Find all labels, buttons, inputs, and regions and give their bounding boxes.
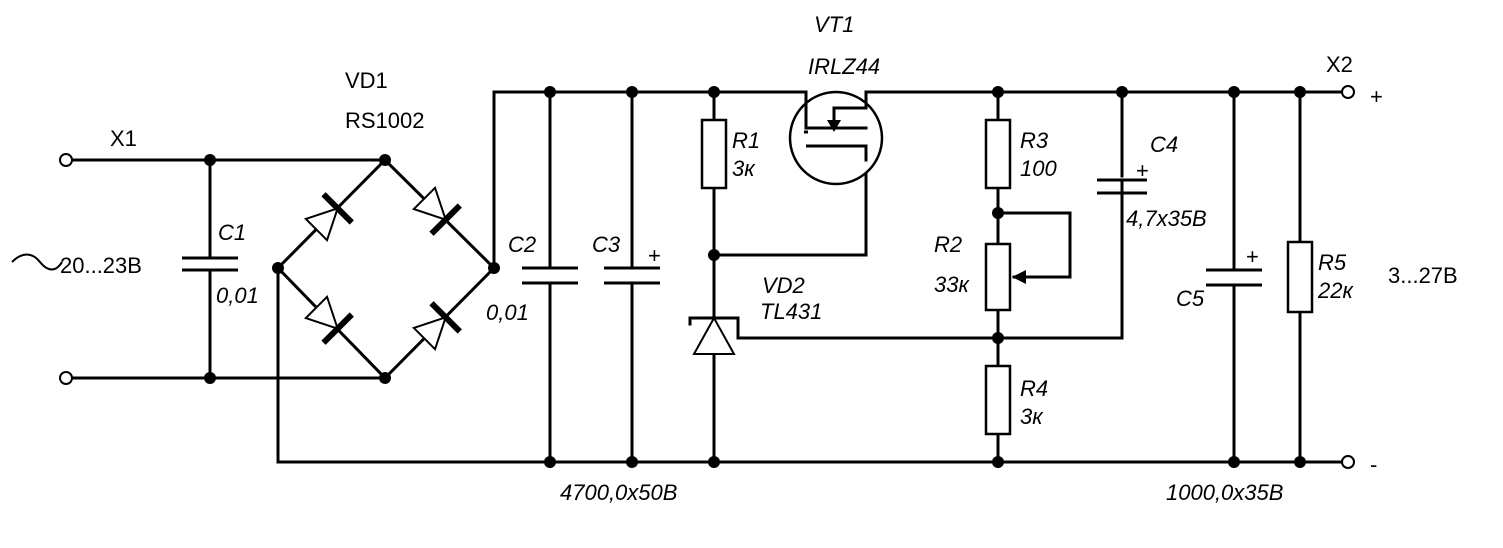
r1-value: 3к [732,156,756,181]
vt1-name: VT1 [814,12,854,37]
junction-dot [992,207,1004,219]
c1-value: 0,01 [216,283,259,308]
x2-label: X2 [1326,52,1353,77]
vd2-tl431-zener [688,315,740,355]
c4-capacitor [1097,178,1147,195]
c5-capacitor [1206,268,1262,287]
junction-dot [992,332,1004,344]
c3-name: C3 [592,232,621,257]
r4-value: 3к [1020,404,1044,429]
c5-name: C5 [1176,286,1205,311]
junction-dot [992,86,1004,98]
junctions [204,86,1306,468]
junction-dot [708,86,720,98]
junction-dot [204,154,216,166]
c5-plus: + [1246,244,1259,269]
r1-name: R1 [732,128,760,153]
c4-name: C4 [1150,132,1178,157]
positive-rail-left [492,90,808,270]
gate-wire [712,158,868,257]
reference-wire [736,178,1124,340]
bridge-diode-bottom-left [303,294,354,345]
junction-dot [992,456,1004,468]
r3-name: R3 [1020,128,1049,153]
ac-tilde-icon [11,253,63,271]
junction-dot [1228,86,1240,98]
c5-rating: 1000,0x35В [1166,480,1283,505]
r3-resistor [984,118,1012,190]
c4-plus: + [1136,158,1149,183]
c2-capacitor [522,266,578,285]
c1-capacitor [182,256,238,272]
wiper-arrow-icon [1012,270,1026,284]
junction-dot [1116,86,1128,98]
plus-sign: + [1370,84,1383,109]
junction-dot [204,372,216,384]
c1-name: C1 [218,220,246,245]
vd2-name: VD2 [762,273,805,298]
junction-dot [626,456,638,468]
junction-dot [379,154,391,166]
r2-value: 33к [934,272,970,297]
minus-sign: - [1370,452,1377,477]
r2-potentiometer [984,242,1026,312]
c3-plus: + [648,243,661,268]
x1-label: X1 [110,126,137,151]
vd2-part: TL431 [760,299,822,324]
junction-dot [708,456,720,468]
labels: X1 20...23В C1 0,01 VD1 RS1002 C2 0,01 C… [60,12,1458,505]
x1-terminal-bottom [59,371,73,385]
r3-value: 100 [1020,156,1057,181]
r5-resistor [1286,240,1314,314]
vt1-mosfet [788,90,884,186]
c2-value: 0,01 [486,300,529,325]
junction-dot [488,262,500,274]
ground-rail [276,266,1342,464]
x2-terminal-minus [1341,455,1355,469]
x1-terminal-top [59,153,73,167]
terminals [59,85,1355,469]
output-voltage-label: 3...27В [1388,263,1458,288]
bridge-diamond [275,157,497,381]
vd1-name: VD1 [345,68,388,93]
r1-resistor [700,118,728,190]
bridge-diode-top-right [411,185,462,236]
x2-terminal-plus [1341,85,1355,99]
junction-dot [272,262,284,274]
junction-dot [1294,456,1306,468]
r4-resistor [984,364,1012,436]
r4-name: R4 [1020,376,1048,401]
c2c3-rating: 4700,0x50В [560,480,677,505]
junction-dot [1294,86,1306,98]
c3-capacitor [604,266,660,285]
bridge-diode-top-left [303,192,354,243]
r2-wiper-loop [996,211,1072,279]
vd1-part: RS1002 [345,108,425,133]
junction-dot [544,86,556,98]
junction-dot [379,372,391,384]
junction-dot [708,249,720,261]
c4-value: 4,7x35В [1126,206,1207,231]
r5-name: R5 [1318,250,1347,275]
r5-value: 22к [1317,278,1354,303]
input-voltage-label: 20...23В [60,253,142,278]
junction-dot [626,86,638,98]
c2-name: C2 [508,232,536,257]
channel-arrow-icon [827,120,841,132]
vt1-part: IRLZ44 [808,54,880,79]
r2-name: R2 [934,232,962,257]
bridge-diode-bottom-right [411,301,462,352]
junction-dot [1228,456,1240,468]
junction-dot [544,456,556,468]
